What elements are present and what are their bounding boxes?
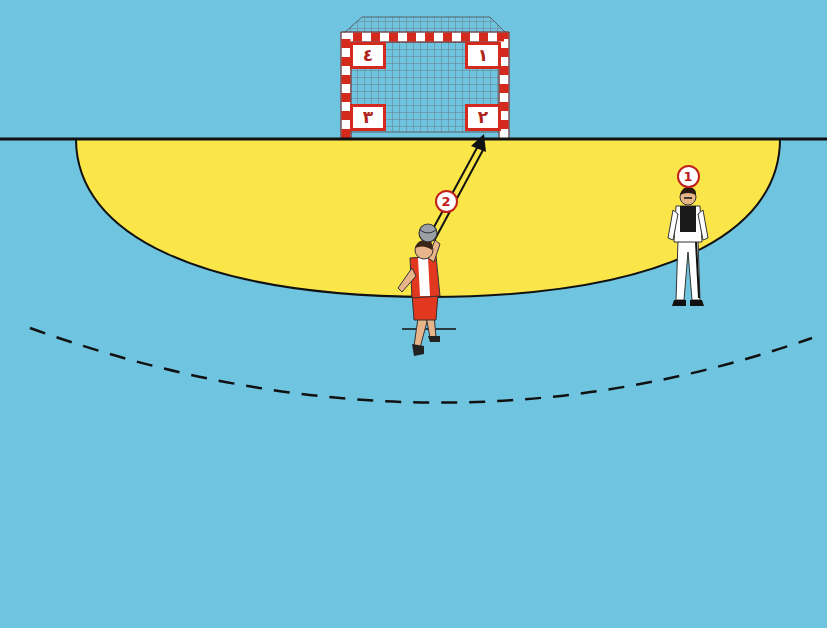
corner-number: ٤ bbox=[363, 47, 373, 64]
corner-number: ٣ bbox=[363, 109, 373, 126]
shot-arrow bbox=[428, 134, 486, 241]
player-figure bbox=[398, 224, 456, 356]
goal-corner-box: ٢ bbox=[465, 104, 501, 131]
goal-line bbox=[0, 138, 827, 141]
corner-number: ٢ bbox=[478, 109, 488, 126]
callout-number: 1 bbox=[677, 165, 700, 188]
goal-area bbox=[76, 139, 780, 297]
coach-figure bbox=[668, 187, 708, 306]
goal-corner-box: ٤ bbox=[350, 42, 386, 69]
goal-frame bbox=[341, 32, 509, 138]
callout-number: 2 bbox=[435, 190, 458, 213]
goal-corner-box: ٣ bbox=[350, 104, 386, 131]
corner-number: ١ bbox=[478, 47, 488, 64]
goal-corner-box: ١ bbox=[465, 42, 501, 69]
